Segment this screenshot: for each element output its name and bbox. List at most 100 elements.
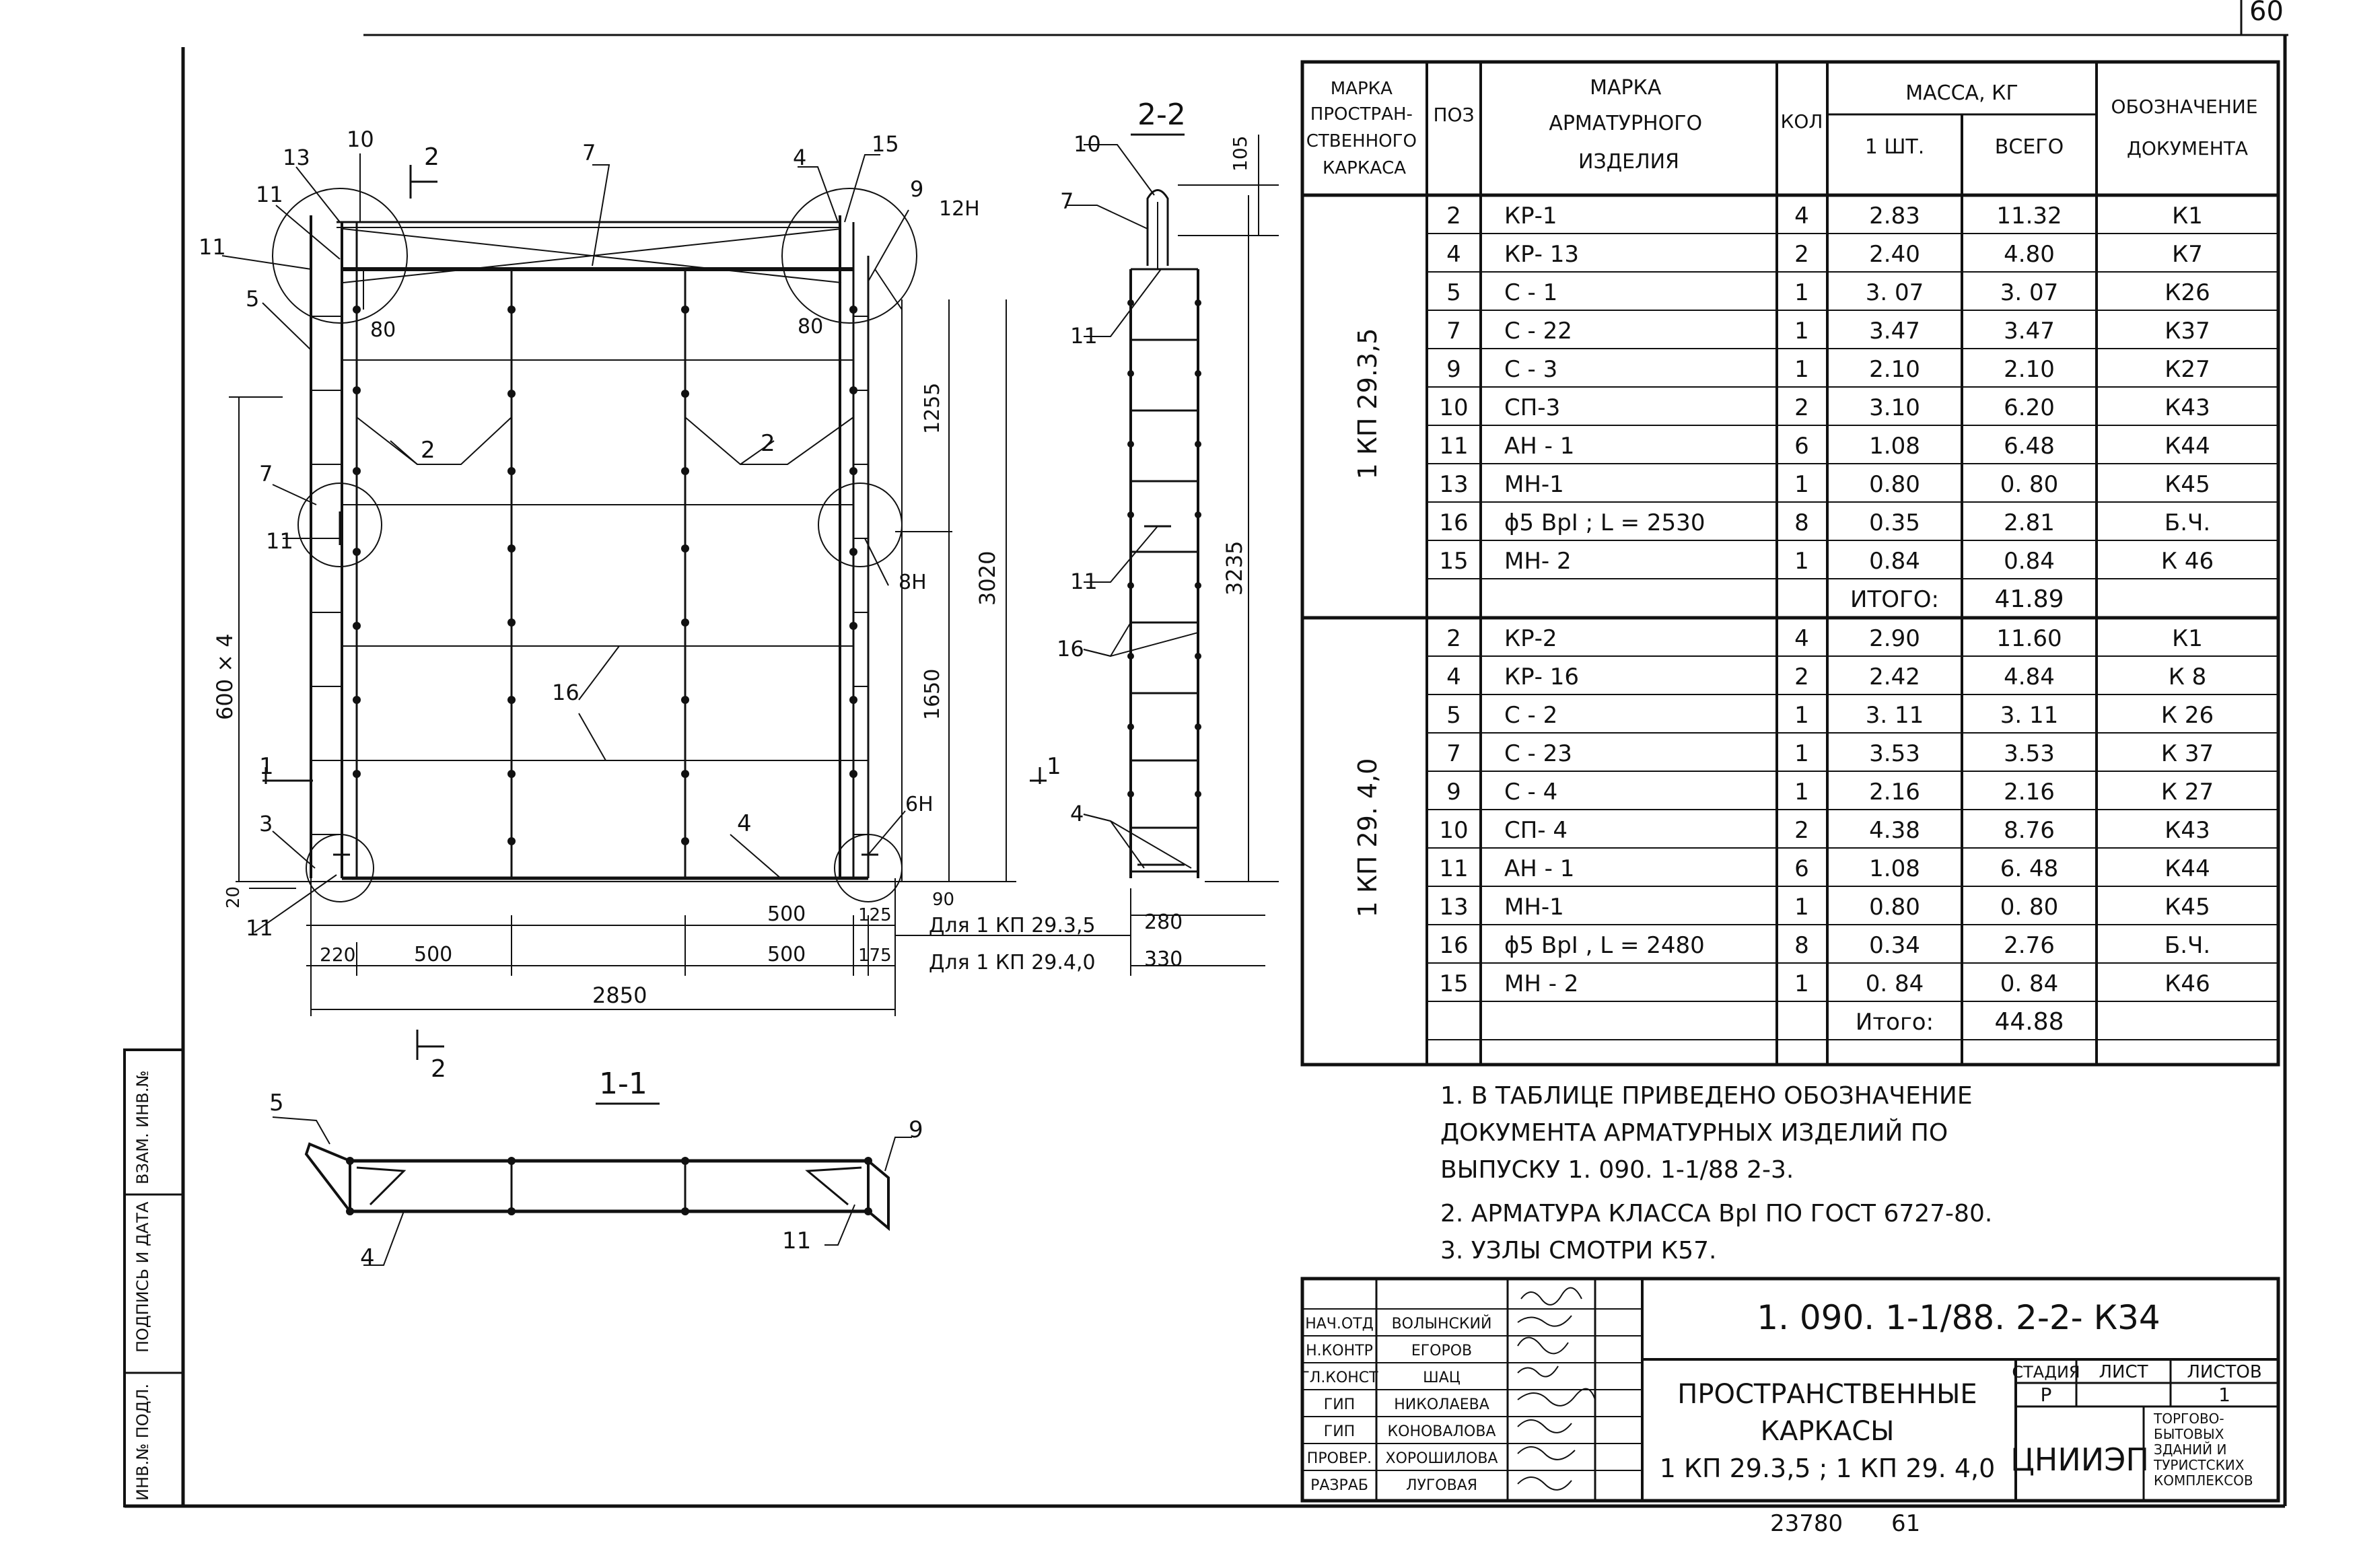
table-cell: С - 1 (1504, 279, 1557, 306)
table-cell: 6.48 (2004, 433, 2055, 460)
cut-mark-1-right: 1 (1047, 753, 1061, 780)
table-cell: 1 (1794, 702, 1809, 729)
organization-subtitle: ТОРГОВО- БЫТОВЫХ ЗДАНИЙ И ТУРИСТСКИХ КОМ… (2153, 1411, 2253, 1489)
table-cell: 8 (1794, 932, 1809, 959)
dim-1255: 1255 (921, 383, 944, 434)
table-header-pos: ПОЗ (1433, 104, 1474, 126)
table-cell: КР- 13 (1504, 241, 1579, 268)
table-cell: К43 (2165, 817, 2210, 844)
note-line-3: ВЫПУСКУ 1. 090. 1-1/88 2-3. (1440, 1156, 1794, 1184)
callout-10: 10 (347, 127, 374, 152)
dim-105: 105 (1229, 136, 1251, 172)
table-cell: СП- 4 (1504, 817, 1568, 844)
dim-80-right: 80 (798, 315, 823, 338)
section-1-1-view: 1-1 5 9 4 11 (269, 1067, 923, 1271)
person-role: Н.КОНТР (1306, 1343, 1373, 1359)
callout-3: 3 (259, 811, 273, 836)
dim-1650: 1650 (921, 669, 944, 720)
table-cell: С - 4 (1504, 779, 1557, 806)
table-cell: 2 (1794, 664, 1809, 690)
table-cell: С - 2 (1504, 702, 1557, 729)
table-total-label: ИТОГО: (1850, 586, 1939, 613)
callout-7-mid: 7 (259, 461, 273, 487)
callout-8n: 8Н (899, 571, 927, 594)
table-cell: 2.81 (2004, 509, 2055, 536)
dim-for-29-40: Для 1 КП 29.4,0 (929, 951, 1096, 974)
person-name: ЛУГОВАЯ (1406, 1477, 1477, 1494)
section-1-1-title: 1-1 (599, 1067, 647, 1101)
callout-16: 16 (552, 680, 579, 705)
table-cell: АН - 1 (1504, 433, 1574, 460)
person-role: РАЗРАБ (1310, 1477, 1368, 1494)
side-stamp-sign: ПОДПИСЬ И ДАТА (133, 1201, 152, 1353)
person-role: ГЛ.КОНСТ (1300, 1369, 1378, 1386)
cut-mark-1-left: 1 (259, 753, 274, 780)
person-name: КОНОВАЛОВА (1388, 1423, 1496, 1440)
s11-callout-9: 9 (909, 1116, 923, 1143)
table-cell: 0. 84 (1866, 970, 1924, 997)
dim-600x4: 600 × 4 (212, 633, 238, 720)
callout-12n: 12Н (939, 197, 980, 221)
table-cell: Б.Ч. (2165, 509, 2210, 536)
person-name: ШАЦ (1423, 1369, 1461, 1386)
table-cell: 1 (1794, 548, 1809, 575)
table-total-value: 41.89 (1994, 585, 2064, 613)
note-line-2: ДОКУМЕНТА АРМАТУРНЫХ ИЗДЕЛИЙ ПО (1440, 1118, 1948, 1147)
callout-7: 7 (582, 140, 596, 166)
table-cell: ϕ5 ВрI ; L = 2530 (1504, 509, 1705, 536)
table-cell: 6.20 (2004, 394, 2055, 421)
callout-11-mid: 11 (266, 528, 293, 554)
table-cell: 0.34 (1869, 932, 1920, 959)
table-cell: К26 (2165, 279, 2210, 306)
table-cell: К7 (2172, 241, 2203, 268)
side-stamp-replace: ВЗАМ. ИНВ.№ (133, 1071, 152, 1184)
table-cell: 15 (1439, 970, 1468, 997)
table-cell: 2.40 (1869, 241, 1920, 268)
table-cell: 1 (1794, 279, 1809, 306)
table-cell: 5 (1446, 702, 1461, 729)
table-cell: 10 (1439, 394, 1468, 421)
table-cell: С - 3 (1504, 356, 1557, 383)
table-cell: 0. 80 (2000, 471, 2059, 498)
callout-6n: 6Н (905, 793, 934, 816)
stage-label: СТАДИЯ (2012, 1363, 2080, 1382)
table-cell: 2 (1794, 241, 1809, 268)
table-cell: К 37 (2161, 740, 2214, 767)
table-cell: 2.16 (2004, 779, 2055, 806)
note-line-5: 3. УЗЛЫ СМОТРИ К57. (1440, 1237, 1717, 1264)
table-cell: Б.Ч. (2165, 932, 2210, 959)
person-role: НАЧ.ОТД (1305, 1316, 1374, 1332)
s22-callout-11-b: 11 (1070, 569, 1098, 594)
table-cell: 1 (1794, 894, 1809, 921)
note-line-4: 2. АРМАТУРА КЛАССА ВрI ПО ГОСТ 6727-80. (1440, 1200, 1992, 1227)
s22-callout-4: 4 (1070, 801, 1084, 826)
dim-500-c: 500 (767, 943, 806, 966)
sheets-value: 1 (2218, 1384, 2230, 1406)
table-cell: 11 (1439, 855, 1468, 882)
table-cell: 1 (1794, 471, 1809, 498)
table-cell: 16 (1439, 509, 1468, 536)
table-cell: 9 (1446, 779, 1461, 806)
dim-500-a: 500 (767, 902, 806, 926)
table-cell: 8 (1794, 509, 1809, 536)
table-cell: КР-2 (1504, 625, 1557, 652)
table-cell: 7 (1446, 318, 1461, 345)
table-header-qty: КОЛ (1781, 110, 1823, 133)
callout-11-bottom: 11 (246, 915, 273, 941)
dim-3020: 3020 (975, 551, 1000, 606)
table-cell: 16 (1439, 932, 1468, 959)
dim-2850: 2850 (592, 983, 647, 1008)
table-cell: 4 (1446, 664, 1461, 690)
person-name: ХОРОШИЛОВА (1386, 1450, 1498, 1467)
dim-for-29-35: Для 1 КП 29.3,5 (929, 914, 1096, 937)
dim-330: 330 (1144, 948, 1183, 971)
table-cell: 3. 07 (1866, 279, 1924, 306)
table-cell: 2.16 (1869, 779, 1920, 806)
organization-name: ЦНИИЭП (2010, 1441, 2149, 1478)
person-name: ВОЛЫНСКИЙ (1392, 1315, 1492, 1332)
table-cell: 3. 11 (1866, 702, 1924, 729)
side-stamp-inv: ИНВ.№ ПОДЛ. (133, 1384, 152, 1501)
table-header-mass-one: 1 ШТ. (1865, 135, 1925, 159)
table-cell: 6 (1794, 433, 1809, 460)
sheet-number: 60 (2249, 0, 2284, 27)
